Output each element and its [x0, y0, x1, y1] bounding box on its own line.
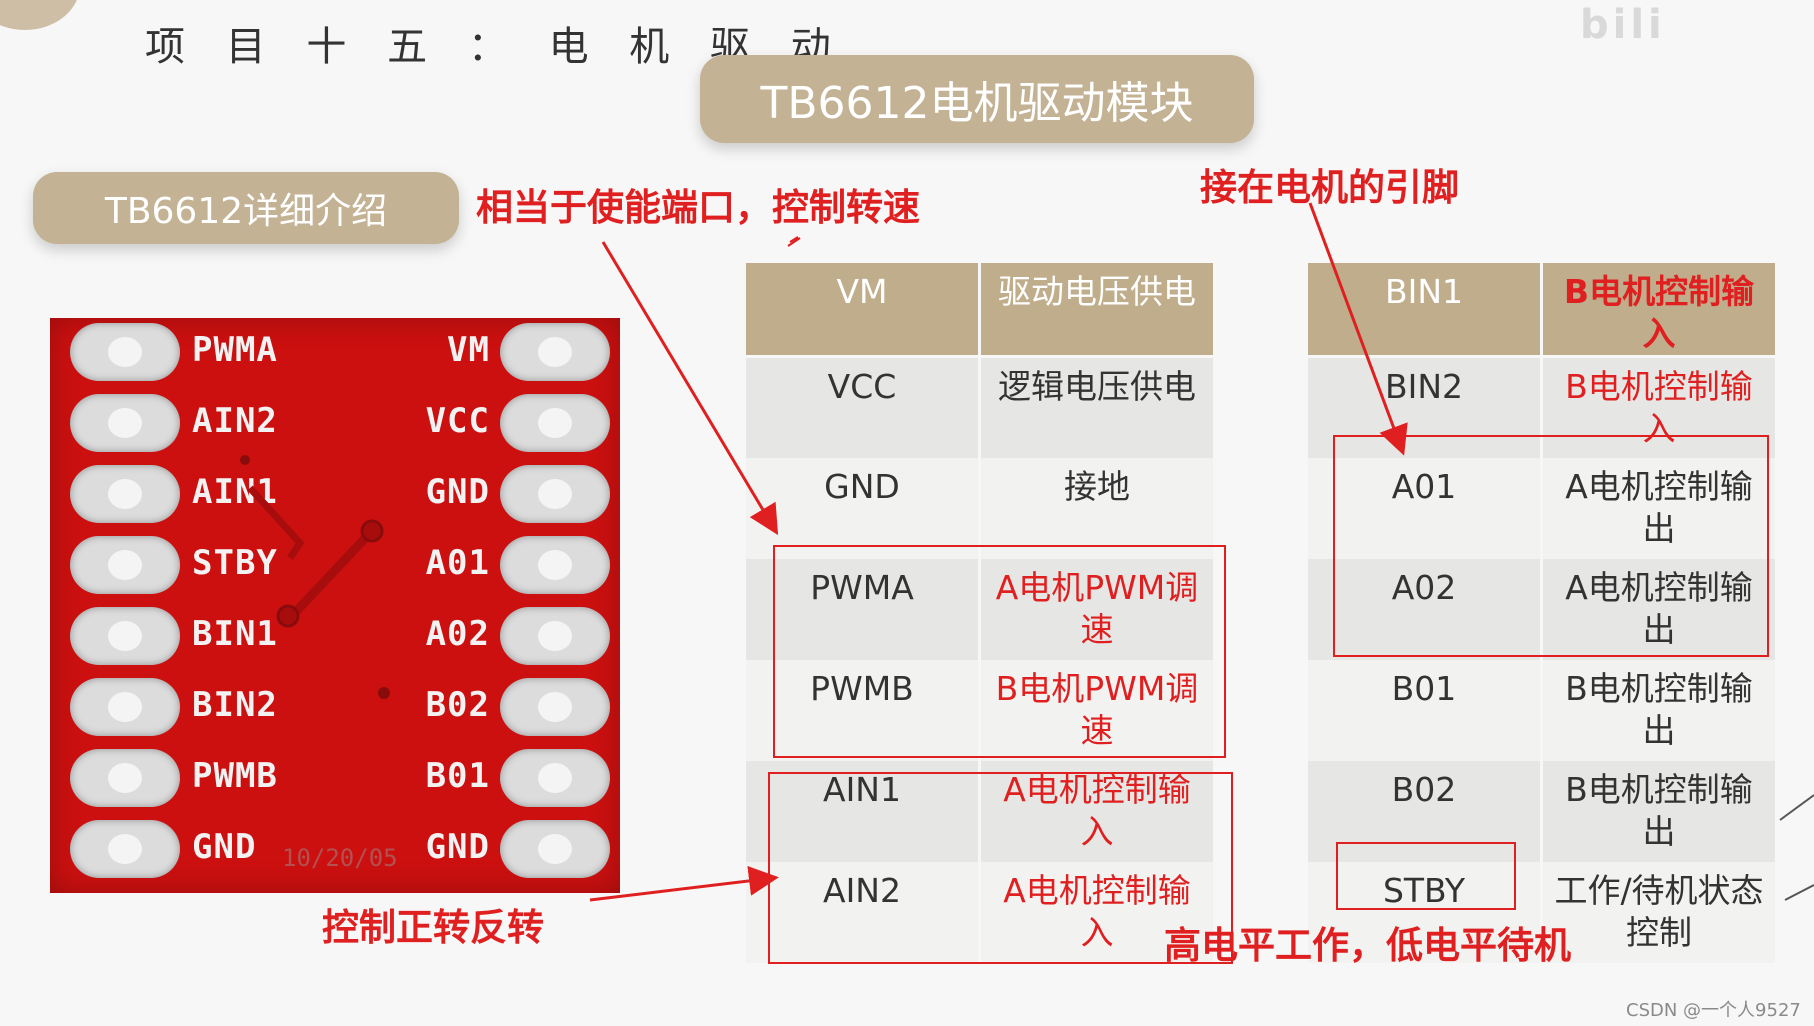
table-row: A02 A电机控制输出 [1305, 558, 1778, 660]
pad [500, 749, 610, 807]
desc-cell: A电机控制输入 [978, 861, 1216, 963]
desc-cell: B电机PWM调速 [978, 659, 1216, 761]
pad [500, 820, 610, 878]
pad [70, 323, 180, 381]
desc-cell: B电机控制输出 [1540, 760, 1778, 862]
table-row: A01 A电机控制输出 [1305, 457, 1778, 559]
desc-cell: 接地 [978, 457, 1216, 559]
pin-label: GND [425, 472, 490, 512]
table-row: STBY 工作/待机状态控制 [1305, 861, 1778, 963]
desc-cell: 逻辑电压供电 [978, 356, 1216, 458]
pin-label: PWMB [192, 756, 278, 796]
pin-label: GND [192, 827, 257, 867]
highlight-box-pwm [773, 545, 1226, 758]
tb6612-board: PWMA AIN2 AIN1 STBY BIN1 BIN2 PWMB GND V… [50, 318, 620, 893]
pin-cell: AIN1 [743, 760, 981, 862]
pin-cell: BIN2 [1305, 356, 1543, 458]
pin-label: B02 [425, 685, 490, 725]
pad [500, 465, 610, 523]
highlight-box-outputs [1333, 435, 1769, 657]
pin-cell: B02 [1305, 760, 1543, 862]
annotation-motor-pins: 接在电机的引脚 [1200, 166, 1459, 209]
table-row: BIN2 B电机控制输入 [1305, 356, 1778, 458]
board-silkscreen: 10/20/05 [282, 844, 398, 872]
pad [70, 820, 180, 878]
pin-cell: GND [743, 457, 981, 559]
pad [70, 536, 180, 594]
pin-label: AIN2 [192, 401, 278, 441]
pad [70, 607, 180, 665]
pin-cell: A01 [1305, 457, 1543, 559]
pin-cell: STBY [1305, 861, 1543, 963]
decor-line [1779, 794, 1814, 821]
board-traces [240, 455, 390, 699]
pin-cell: PWMA [743, 558, 981, 660]
pin-cell: PWMB [743, 659, 981, 761]
pin-cell: A02 [1305, 558, 1543, 660]
table-header-desc: B电机控制输入 [1540, 260, 1778, 358]
arrow-motor-pins [1308, 202, 1408, 456]
desc-cell: B电机控制输入 [1540, 356, 1778, 458]
table-row: B02 B电机控制输出 [1305, 760, 1778, 862]
pad [500, 394, 610, 452]
table-row: GND 接地 [743, 457, 1216, 559]
table-row: PWMB B电机PWM调速 [743, 659, 1216, 761]
table-row: PWMA A电机PWM调速 [743, 558, 1216, 660]
pad [70, 465, 180, 523]
pad [500, 607, 610, 665]
pin-label: B01 [425, 756, 490, 796]
table-row: B01 B电机控制输出 [1305, 659, 1778, 761]
table-row: AIN1 A电机控制输入 [743, 760, 1216, 862]
pad [70, 678, 180, 736]
pin-cell: B01 [1305, 659, 1543, 761]
pad [500, 536, 610, 594]
annotation-standby: 高电平工作，低电平待机 [1164, 924, 1571, 967]
pin-cell: VCC [743, 356, 981, 458]
desc-cell: 工作/待机状态控制 [1540, 861, 1778, 963]
pin-label: STBY [192, 543, 278, 583]
pad [70, 749, 180, 807]
table-header-desc: 驱动电压供电 [978, 260, 1216, 358]
desc-cell: A电机控制输入 [978, 760, 1216, 862]
pin-label: A01 [425, 543, 490, 583]
arrow-direction [589, 865, 779, 902]
pen-mark [787, 236, 801, 247]
main-title: TB6612电机驱动模块 [700, 55, 1254, 143]
desc-cell: B电机控制输出 [1540, 659, 1778, 761]
pin-label: VCC [425, 401, 490, 441]
desc-cell: A电机控制输出 [1540, 457, 1778, 559]
annotation-direction: 控制正转反转 [322, 906, 544, 949]
pin-table-left: VM 驱动电压供电 VCC 逻辑电压供电 GND 接地 PWMA A电机PWM调… [743, 260, 1216, 963]
highlight-box-stby [1336, 842, 1516, 910]
table-header-pin: BIN1 [1305, 260, 1543, 358]
watermark: CSDN @一个人9527 [1626, 1000, 1801, 1021]
pin-label: BIN2 [192, 685, 278, 725]
watermark-logo: bili [1580, 2, 1666, 48]
table-row: AIN2 A电机控制输入 [743, 861, 1216, 963]
section-title: TB6612详细介绍 [33, 172, 459, 244]
pin-label: PWMA [192, 330, 278, 370]
pin-table-right: BIN1 B电机控制输入 BIN2 B电机控制输入 A01 A电机控制输出 A0… [1305, 260, 1778, 963]
arrow-enable [601, 241, 779, 536]
decor-line [1784, 884, 1814, 901]
desc-cell: A电机控制输出 [1540, 558, 1778, 660]
pin-label: VM [447, 330, 490, 370]
pin-label: A02 [425, 614, 490, 654]
desc-cell: A电机PWM调速 [978, 558, 1216, 660]
pin-label: GND [425, 827, 490, 867]
pin-cell: AIN2 [743, 861, 981, 963]
pin-label: BIN1 [192, 614, 278, 654]
table-row: VCC 逻辑电压供电 [743, 356, 1216, 458]
table-header-pin: VM [743, 260, 981, 358]
pad [500, 678, 610, 736]
annotation-enable: 相当于使能端口，控制转速 [476, 186, 920, 229]
pad [70, 394, 180, 452]
pad [500, 323, 610, 381]
